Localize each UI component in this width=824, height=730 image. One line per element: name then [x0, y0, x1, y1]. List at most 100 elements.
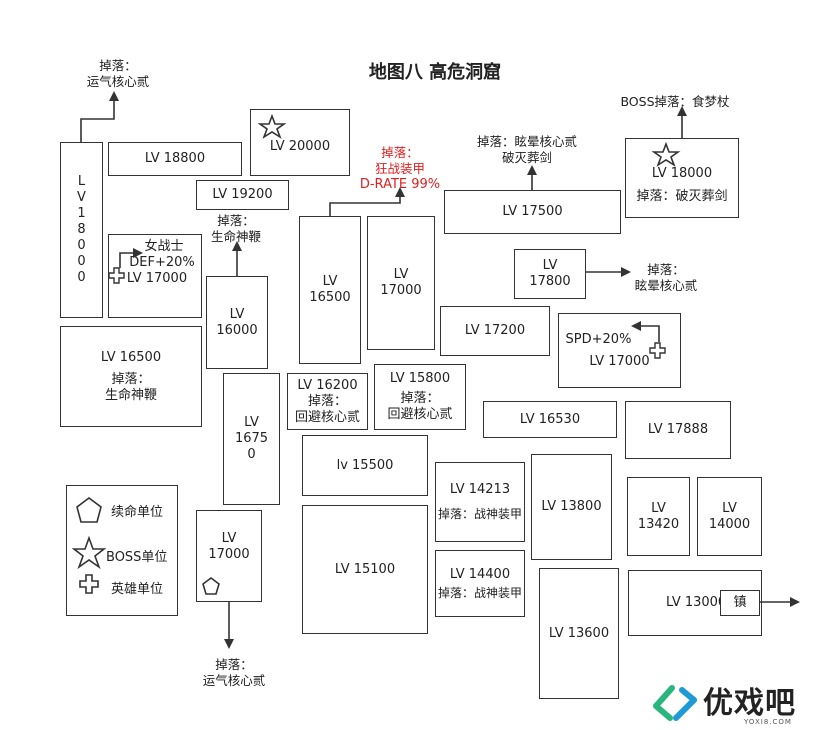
legend-star-label: BOSS单位 — [106, 550, 168, 565]
drop-label-line: 掉落： — [217, 213, 255, 228]
zone-lv18000-vertical: L V 1 8 0 0 0 — [60, 142, 103, 318]
star-icon — [651, 141, 681, 167]
zone-level: LV 17000 — [589, 353, 650, 369]
zone-level: LV 14213 — [449, 482, 511, 497]
unit-buff: DEF+20% — [129, 255, 195, 270]
zone-lv16750: LV 1675 0 — [223, 373, 280, 505]
drop-label-line: 狂战装甲 — [374, 161, 425, 176]
zone-drop: 回避核心贰 — [294, 409, 360, 425]
drop-label-line: 掉落： — [99, 58, 137, 73]
drop-label-line: 运气核心贰 — [202, 673, 266, 688]
zone-drop: 掉落：破灭葬剑 — [636, 188, 728, 204]
zone-level: LV 16500 — [309, 274, 351, 305]
zone-lv17800: LV 17800 — [514, 249, 586, 299]
zone-drop: 掉落： — [111, 371, 151, 387]
zone-lv13800: LV 13800 — [531, 454, 612, 560]
zone-level: LV 1675 0 — [234, 415, 269, 462]
zone-level: LV 16000 — [216, 306, 258, 338]
legend-cross-label: 英雄单位 — [111, 582, 164, 597]
drop-label-line: 生命神鞭 — [210, 229, 261, 244]
zone-lv17000-pentagon: LV 17000 — [196, 510, 262, 602]
zone-lv20000-boss: LV 20000 — [250, 109, 350, 176]
unit-name: 女战士 — [144, 239, 184, 254]
logo-icon — [653, 685, 697, 721]
zone-level: LV 15800 — [389, 371, 451, 386]
drop-label-line: 掉落： — [215, 657, 253, 672]
zone-lv16530: LV 16530 — [483, 401, 617, 438]
zone-lv17500: LV 17500 — [444, 190, 621, 234]
zone-level: LV 13600 — [548, 625, 610, 641]
zone-level: LV 15100 — [334, 561, 396, 577]
zone-level: LV 17500 — [502, 204, 563, 219]
zone-level: L V 1 8 0 0 0 — [77, 174, 86, 285]
zone-lv19200: LV 19200 — [196, 180, 289, 210]
zone-level: LV 20000 — [269, 138, 331, 154]
drop-label-top-left: 掉落： 运气核心贰 — [78, 58, 158, 90]
zone-level: LV 14000 — [708, 500, 751, 532]
zone-lv18800: LV 18800 — [108, 142, 242, 176]
zone-lv16500-wide: LV 16500 掉落： 生命神鞭 — [60, 326, 202, 427]
cross-icon — [649, 342, 666, 359]
zone-lv15100: LV 15100 — [302, 505, 428, 634]
drop-label-line: 破灭葬剑 — [501, 150, 552, 165]
zone-level: LV 18000 — [651, 165, 713, 181]
connector-top-left-arrow — [80, 91, 119, 142]
connector-berserk-arrow — [329, 187, 405, 216]
zone-drop: 回避核心贰 — [387, 407, 453, 422]
zone-level: LV 17000 — [126, 271, 188, 286]
drop-label-bottom: 掉落： 运气核心贰 — [194, 657, 274, 689]
zone-level: LV 14400 — [449, 566, 511, 582]
star-icon — [257, 113, 287, 139]
zone-level: LV 16200 — [297, 377, 358, 393]
zone-level: lv 15500 — [336, 457, 394, 473]
zone-lv16200: LV 16200 掉落： 回避核心贰 — [287, 373, 368, 430]
drop-label-line: 掉落： — [381, 145, 419, 160]
drop-label-line: 掉落：眩晕核心贰 — [476, 134, 577, 149]
zone-lv15800: LV 15800 掉落： 回避核心贰 — [374, 364, 466, 430]
unit-buff: SPD+20% — [565, 331, 632, 347]
drop-label-line: 运气核心贰 — [86, 74, 150, 89]
zone-lv16500-tall: LV 16500 — [299, 216, 361, 364]
zone-level: LV 19200 — [212, 187, 273, 202]
zone-level: LV 17200 — [464, 323, 526, 338]
zone-level: LV 17888 — [647, 422, 709, 437]
zone-level: LV 17000 — [208, 531, 250, 562]
zone-drop: 掉落： — [307, 393, 347, 409]
page-title: 地图八 高危洞窟 — [368, 62, 502, 83]
zone-lv13600: LV 13600 — [539, 568, 619, 699]
zone-level: LV 16500 — [100, 349, 162, 365]
zone-lv14400: LV 14400 掉落：战神装甲 — [435, 550, 525, 617]
zone-level: LV 17000 — [380, 267, 422, 298]
zone-level: LV 13800 — [541, 499, 602, 514]
drop-label-line: 掉落： — [647, 262, 685, 277]
zone-level: LV 18800 — [144, 151, 206, 166]
drop-label-whip: 掉落： 生命神鞭 — [200, 213, 272, 245]
town-label: 镇 — [733, 595, 747, 610]
zone-lv13420: LV 13420 — [627, 477, 690, 556]
site-logo: 优戏吧 — [703, 686, 796, 721]
spd-move-arrow — [631, 321, 660, 342]
drop-rate: D-RATE 99% — [359, 177, 441, 192]
zone-lv17200: LV 17200 — [440, 306, 550, 356]
drop-label-berserk: 掉落： 狂战装甲 D-RATE 99% — [355, 145, 445, 193]
drop-label-stun-right: 掉落： 眩晕核心贰 — [630, 262, 702, 294]
town-gate: 镇 — [720, 590, 760, 616]
boss-drop-label: BOSS掉落：食梦杖 — [620, 94, 730, 109]
zone-lv18000-boss: LV 18000 掉落：破灭葬剑 — [625, 138, 739, 218]
zone-drop: 掉落：战神装甲 — [437, 507, 522, 521]
zone-level: LV 17800 — [529, 258, 571, 289]
zone-lv14000: LV 14000 — [697, 477, 762, 556]
legend-panel — [66, 485, 178, 616]
zone-lv17888: LV 17888 — [625, 401, 731, 459]
zone-level: LV 13000 — [666, 595, 727, 610]
legend-pentagon-label: 续命单位 — [111, 505, 164, 520]
drop-label-stun: 掉落：眩晕核心贰 破灭葬剑 — [470, 134, 584, 166]
zone-level: LV 13420 — [637, 500, 680, 532]
cross-icon — [108, 267, 125, 284]
zone-lv14213: LV 14213 掉落：战神装甲 — [435, 462, 525, 542]
zone-lv17000-hero2: SPD+20% LV 17000 — [558, 313, 681, 388]
legend-cross-icon — [79, 574, 99, 594]
site-logo-sub: YOXI8.COM — [744, 718, 792, 726]
zone-drop: 掉落：战神装甲 — [437, 585, 522, 600]
